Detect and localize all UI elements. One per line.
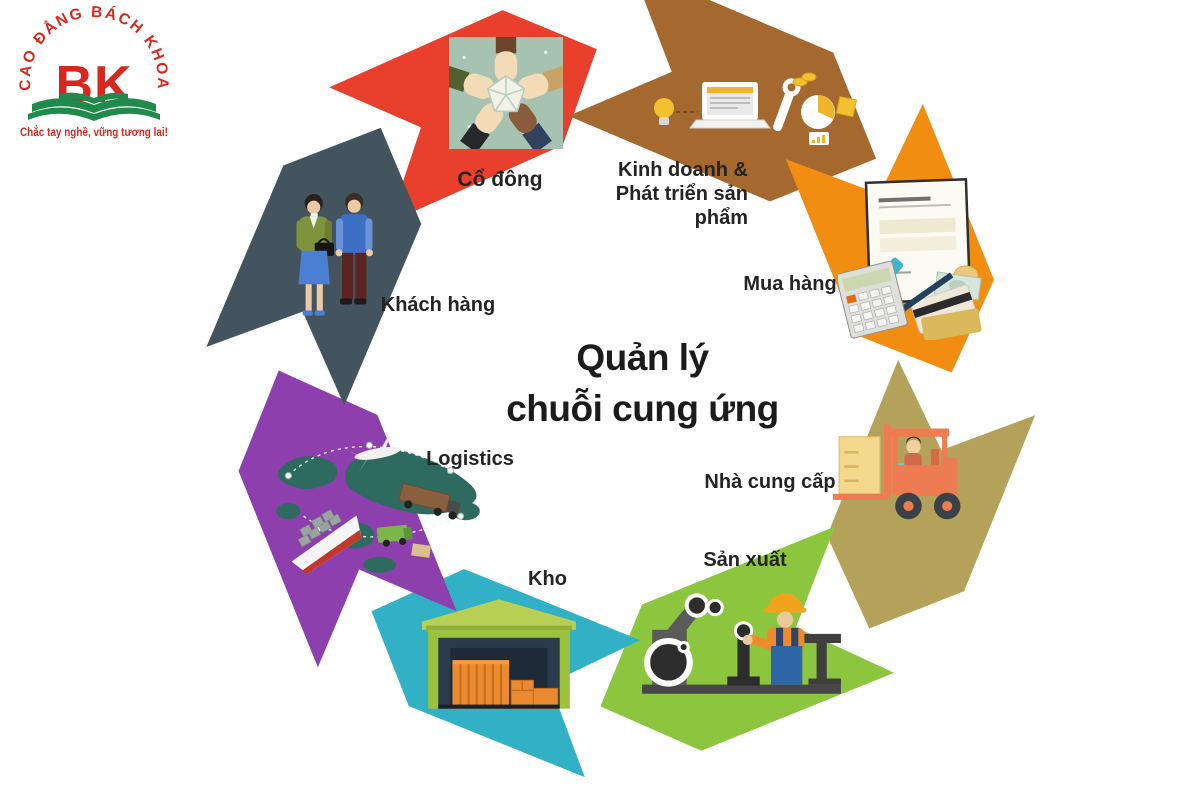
- warehouse-icon: [422, 599, 576, 710]
- world-transport-icon: [276, 430, 480, 574]
- open-book-icon: [28, 92, 160, 121]
- logo-tagline: Chắc tay nghề, vững tương lai!: [20, 126, 168, 139]
- label-suppliers: Nhà cung cấp: [704, 471, 836, 493]
- purchase-documents-icon: [838, 177, 982, 340]
- business-tools-icon: [654, 72, 858, 145]
- hands-together-icon: [449, 37, 563, 149]
- label-shareholders: Cổ đông: [457, 168, 543, 191]
- label-logistics: Logistics: [426, 448, 514, 470]
- factory-worker-icon: [642, 593, 841, 694]
- label-warehouse: Kho: [528, 568, 567, 590]
- customers-icon: [296, 193, 373, 316]
- label-customers: Khách hàng: [380, 294, 496, 316]
- label-production: Sản xuất: [703, 549, 787, 571]
- forklift-icon: [833, 424, 961, 520]
- diagram-title: Quản lý chuỗi cung ứng: [506, 337, 779, 430]
- school-logo: CAO ĐẲNG BÁCH KHOA BK Chắc tay nghề, vữn…: [17, 6, 169, 139]
- label-business-development: Kinh doanh & Phát triển sản phẩm: [615, 159, 748, 229]
- label-purchasing: Mua hàng: [743, 273, 837, 295]
